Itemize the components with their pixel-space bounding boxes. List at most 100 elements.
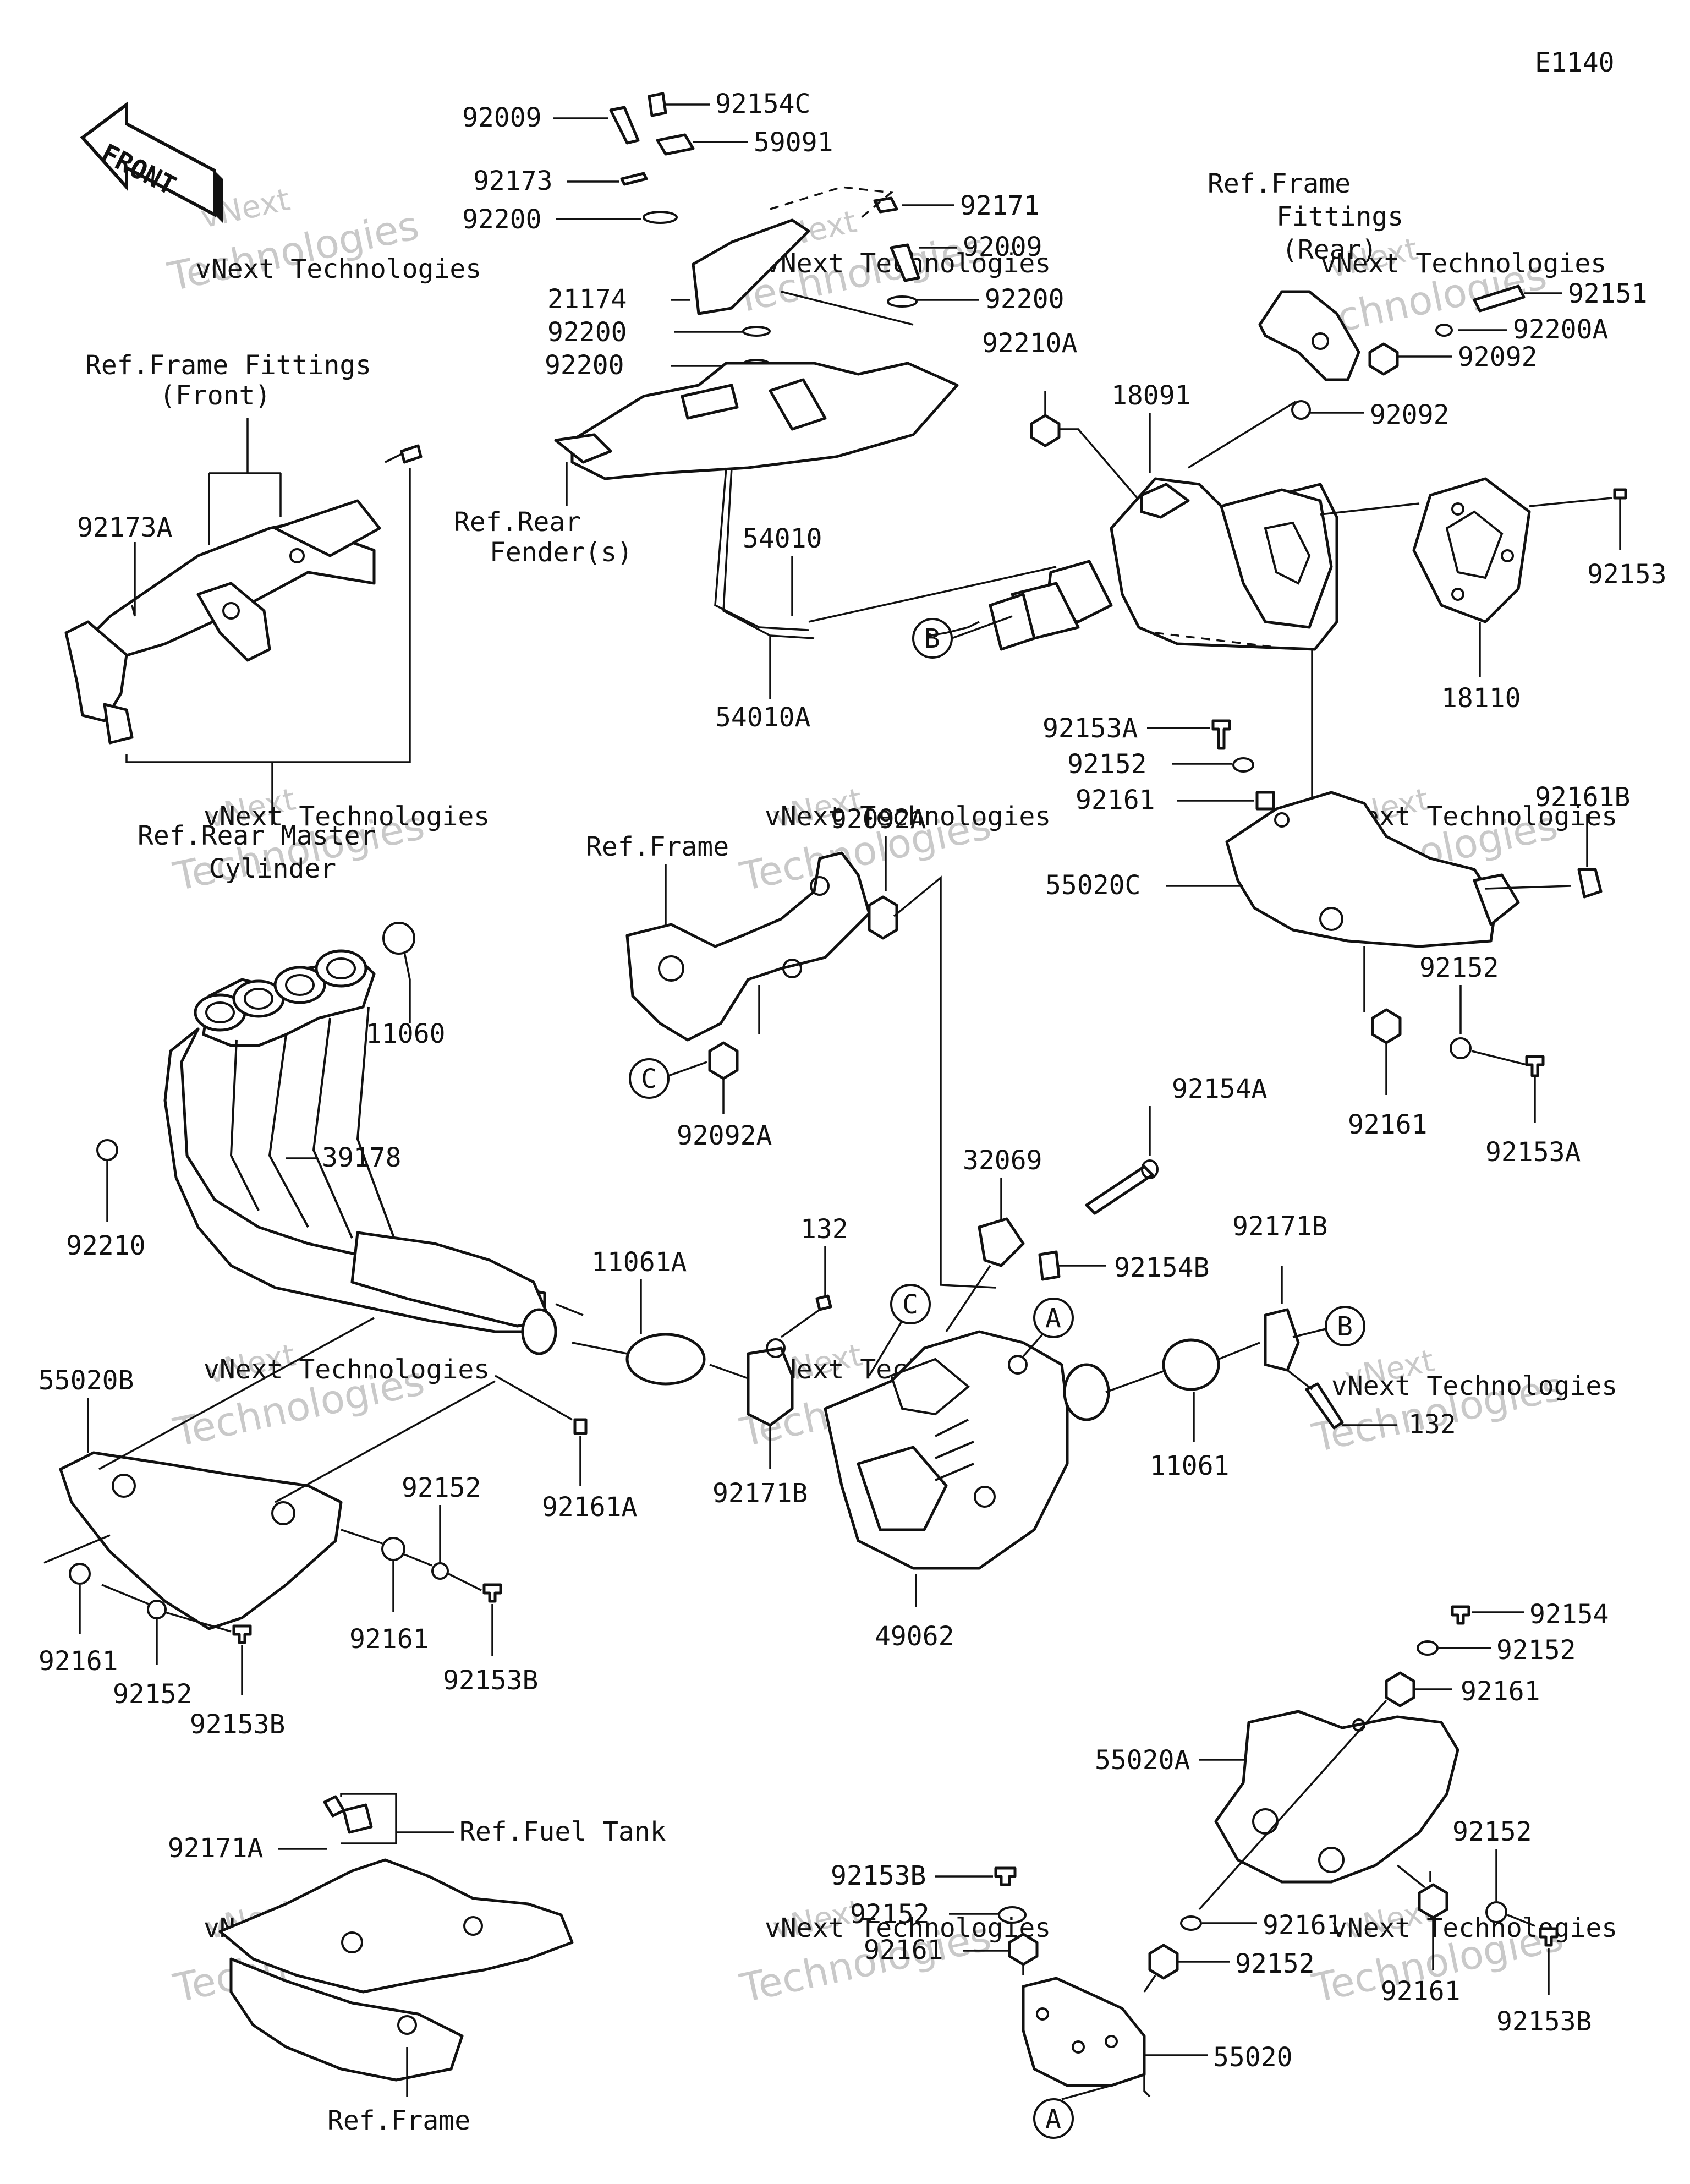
part-32069: 32069 [963, 1145, 1042, 1176]
part-92173A: 92173A [77, 512, 172, 543]
ref-frame-fittings-rear-line2: Fittings [1276, 201, 1403, 232]
callout-b: B [1337, 1311, 1353, 1342]
part-92153B: 92153B [190, 1709, 285, 1740]
front-arrow-icon: FRONT [80, 101, 223, 223]
part-92153: 92153 [1587, 559, 1667, 590]
frame-fuel-tank: Ref.Fuel Tank 92171A Ref.Frame [168, 1793, 666, 2136]
part-59091: 59091 [754, 127, 833, 158]
part-92153B: 92153B [831, 1860, 926, 1891]
part-92092A: 92092A [831, 804, 926, 835]
part-55020: 55020 [1213, 2042, 1293, 2073]
part-92153B: 92153B [443, 1665, 538, 1696]
part-92154A: 92154A [1172, 1074, 1267, 1104]
part-92161: 92161 [864, 1935, 943, 1966]
callout-a: A [1045, 2104, 1061, 2134]
watermark-tag: vNext Technologies [195, 254, 481, 284]
callout-c-circle [629, 1058, 670, 1099]
part-92154C: 92154C [715, 89, 810, 119]
part-92171B: 92171B [712, 1478, 808, 1509]
ref-fuel-tank: Ref.Fuel Tank [459, 1816, 666, 1847]
part-92161: 92152 [1235, 1948, 1315, 1979]
part-92210: 92210 [66, 1230, 146, 1261]
part-92173: 92173 [473, 166, 553, 196]
callout-a-circle [1033, 1298, 1074, 1338]
part-92161: 92161 [39, 1646, 118, 1677]
watermark-tag: vNext Technologies [1331, 1913, 1617, 1944]
part-92161: 92161 [1461, 1676, 1540, 1707]
part-92092: 92092 [1370, 399, 1450, 430]
part-92200A: 92200A [1513, 314, 1608, 345]
callout-b-circle [1325, 1306, 1365, 1346]
part-18110: 18110 [1441, 683, 1521, 714]
part-92171: 92171 [960, 190, 1040, 221]
part-92009: 92009 [462, 102, 542, 133]
part-92152: 92152 [850, 1899, 930, 1930]
cover-55020b: 55020B 92161 92152 92153B 92161 92152 92… [39, 1317, 538, 1740]
part-54010A: 54010A [715, 702, 810, 733]
ref-frame-mid: Ref.Frame [586, 831, 729, 862]
part-92152: 92152 [113, 1679, 193, 1710]
ref-frame-fittings-rear-line3: (Rear) [1282, 234, 1377, 265]
part-92161: 92161 [1348, 1109, 1428, 1140]
part-92154: 92154 [1529, 1599, 1609, 1630]
part-18091: 18091 [1111, 380, 1191, 411]
part-92151: 92151 [1568, 278, 1648, 309]
part-92152: 92152 [1067, 749, 1147, 780]
silencer-assembly: Ref.Frame Fittings (Rear) 92151 92200A 9… [912, 168, 1667, 931]
callout-b: B [924, 623, 940, 654]
watermark-tag: vNext Technologies [765, 1913, 1051, 1944]
part-39178: 39178 [322, 1142, 402, 1173]
watermark-tag: vNext Technologies [1320, 248, 1606, 279]
ref-frame-fittings-front-line1: Ref.Frame Fittings [85, 350, 371, 381]
watermark-tag: vNext Technologies [204, 1354, 490, 1385]
callout-c-circle [890, 1284, 931, 1324]
part-92200: 92200 [545, 350, 624, 381]
part-92152: 92152 [1496, 1635, 1576, 1666]
part-92153B: 92153B [1496, 2006, 1592, 2037]
diagram-code: E1140 [1535, 47, 1615, 78]
exhaust-headers: 11060 39178 92210 92161A [66, 922, 637, 1523]
callout-a: A [1045, 1303, 1061, 1334]
part-92152: 92152 [402, 1473, 481, 1503]
part-92210A: 92210A [982, 328, 1077, 359]
part-92161B: 92161B [1535, 782, 1630, 813]
part-92152: 92152 [1419, 953, 1499, 983]
ref-rear-master-line1: Ref.Rear Master [138, 820, 376, 851]
callout-c: C [641, 1064, 657, 1094]
ref-rear-fender-line1: Ref.Rear [454, 507, 581, 538]
frame-fittings-front: Ref.Frame Fittings (Front) 92173A Ref.Re… [64, 350, 422, 884]
ref-rear-master-line2: Cylinder [209, 853, 336, 884]
part-92161: 92161 [349, 1624, 429, 1655]
part-21174: 21174 [547, 284, 627, 315]
watermark-tag: vNext Technologies [204, 801, 490, 832]
part-92009: 92009 [963, 232, 1042, 262]
part-92152: 92152 [1452, 1816, 1532, 1847]
part-92153A: 92153A [1042, 713, 1138, 744]
part-11060: 11060 [366, 1019, 446, 1049]
part-132: 132 [1408, 1409, 1456, 1440]
cover-55020a: 92154 92152 92161 55020A 92152 92161 921… [831, 1599, 1609, 2139]
part-92092: 92092 [1458, 342, 1538, 373]
part-92171B: 92171B [1232, 1211, 1327, 1242]
part-92200: 92200 [462, 204, 542, 235]
part-92153A: 92153A [1485, 1137, 1581, 1168]
cover-55020c: 92153A 92152 92161 55020C 92161B 92152 9… [1042, 713, 1630, 1168]
watermark-tag: vNext Technologies [1331, 1371, 1617, 1402]
part-92161: 92161 [1381, 1976, 1461, 2007]
rear-fender-assembly: 92009 92154C 59091 92173 92200 92171 920… [454, 89, 1065, 733]
part-11061A: 11061A [591, 1247, 687, 1278]
part-92161: 92161 [1076, 785, 1155, 815]
part-49062: 49062 [875, 1621, 954, 1652]
part-92154B: 92154B [1114, 1252, 1209, 1283]
part-92171A: 92171A [168, 1833, 263, 1864]
part-55020A: 55020A [1095, 1745, 1190, 1776]
part-54010: 54010 [743, 523, 822, 554]
ref-rear-fender-line2: Fender(s) [490, 537, 633, 568]
watermark-tag: vNext Technologies [765, 801, 1051, 832]
part-92152: 92161 [1263, 1910, 1342, 1941]
ref-frame-bottom: Ref.Frame [327, 2105, 470, 2136]
part-92161A: 92161A [542, 1492, 637, 1523]
part-55020C: 55020C [1045, 870, 1140, 901]
part-11061: 11061 [1150, 1450, 1230, 1481]
